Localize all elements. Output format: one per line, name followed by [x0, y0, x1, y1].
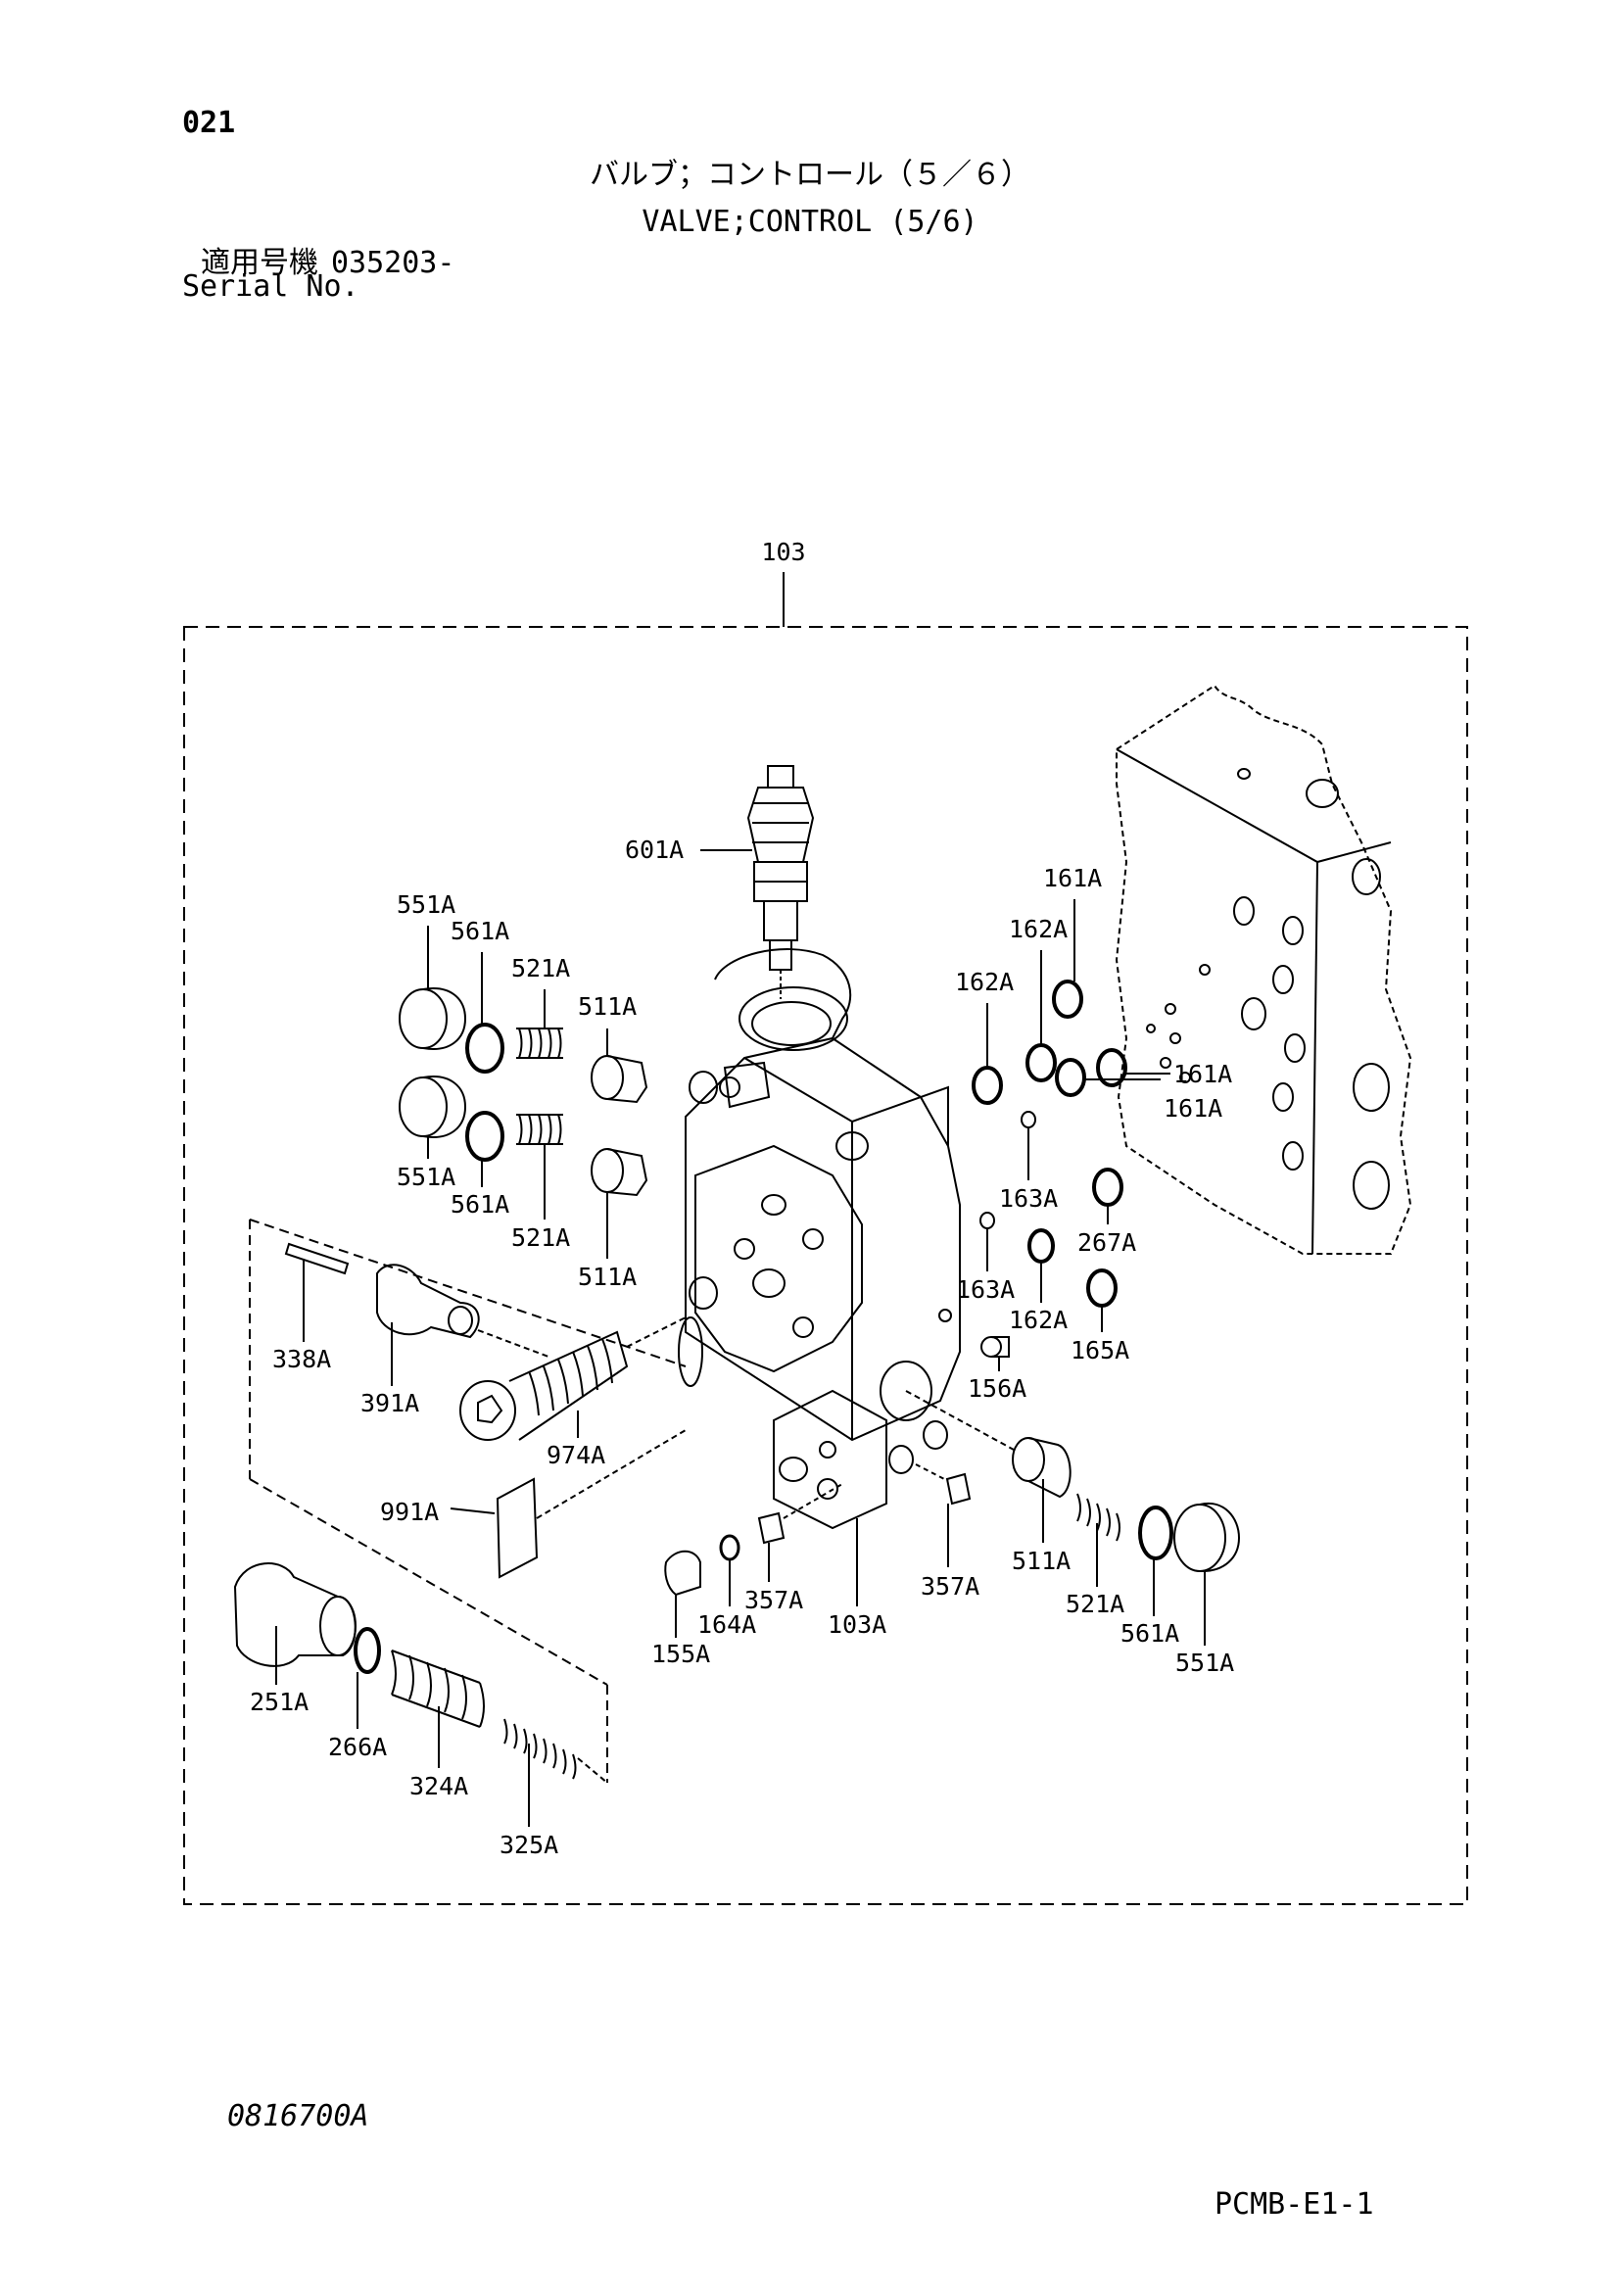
right-seals-cluster [972, 980, 1127, 1308]
lower-left-spool-parts [233, 1219, 687, 1784]
callout-991A: 991A [380, 1498, 439, 1526]
callout-267A: 267A [1077, 1228, 1136, 1257]
callout-155A: 155A [651, 1640, 710, 1668]
callout-161A-right2: 161A [1164, 1094, 1222, 1123]
callout-161A-right1: 161A [1173, 1060, 1232, 1088]
callout-162A-top: 162A [1009, 915, 1068, 943]
callout-164A: 164A [697, 1610, 756, 1639]
callout-338A: 338A [272, 1345, 331, 1373]
callout-601A: 601A [625, 836, 684, 864]
callout-103A: 103A [828, 1610, 886, 1639]
callout-162A-left: 162A [955, 968, 1014, 996]
callout-511A-mid: 511A [578, 1263, 637, 1291]
callout-156A: 156A [968, 1374, 1026, 1403]
callout-266A: 266A [328, 1733, 387, 1761]
valve-section-body [678, 948, 961, 1530]
lower-center-small-parts [664, 1463, 972, 1597]
callout-551A-top: 551A [397, 890, 455, 919]
callout-561A-mid: 561A [451, 1190, 509, 1219]
callout-561A-top: 561A [451, 917, 509, 945]
callout-391A: 391A [360, 1389, 419, 1417]
title-japanese: バルブ；コントロール（５／６） [590, 158, 1030, 192]
title-english: VALVE;CONTROL (5/6) [642, 205, 977, 239]
callout-324A: 324A [409, 1772, 468, 1800]
callout-521A-top: 521A [511, 954, 570, 982]
callout-163A-1: 163A [999, 1184, 1058, 1213]
callout-551A-bottom: 551A [1175, 1649, 1234, 1677]
plug-156A [980, 1336, 1010, 1358]
callout-974A: 974A [547, 1441, 605, 1469]
assembly-group-label: 103 [761, 538, 805, 566]
callout-leaders [275, 849, 1206, 1827]
callout-251A: 251A [250, 1688, 309, 1716]
callout-325A: 325A [500, 1831, 558, 1859]
nameplate-991A [496, 1429, 687, 1579]
left-pilot-parts [284, 1242, 687, 1441]
callout-162A-bottom: 162A [1009, 1306, 1068, 1334]
drawing-number: 0816700A [227, 2099, 369, 2133]
callout-551A-mid: 551A [397, 1163, 455, 1191]
footer-code: PCMB-E1-1 [1215, 2187, 1374, 2222]
callout-161A-top: 161A [1043, 864, 1102, 892]
relief-valve-cartridge [746, 765, 815, 999]
callout-labels: 601A 551A 561A 521A 511A 551A 561A 521A … [250, 836, 1234, 1859]
serial-label-japanese: 適用号機 [201, 246, 318, 280]
callout-165A: 165A [1071, 1336, 1129, 1364]
callout-163A-2: 163A [956, 1275, 1015, 1304]
callout-511A-top: 511A [578, 992, 637, 1021]
callout-357A-1: 357A [744, 1586, 803, 1614]
callout-561A-bottom: 561A [1120, 1619, 1179, 1648]
adjacent-valve-block [1115, 684, 1412, 1255]
callout-521A-mid: 521A [511, 1223, 570, 1252]
callout-521A-bottom: 521A [1066, 1590, 1124, 1618]
assembly-boundary [183, 626, 1468, 1905]
serial-label-english: Serial No. [182, 269, 359, 304]
callout-357A-2: 357A [921, 1572, 979, 1601]
callout-511A-bottom: 511A [1012, 1547, 1071, 1575]
page-number: 021 [182, 106, 235, 140]
lower-right-plugs [905, 1390, 1241, 1573]
serial-value: 035203- [331, 246, 454, 280]
